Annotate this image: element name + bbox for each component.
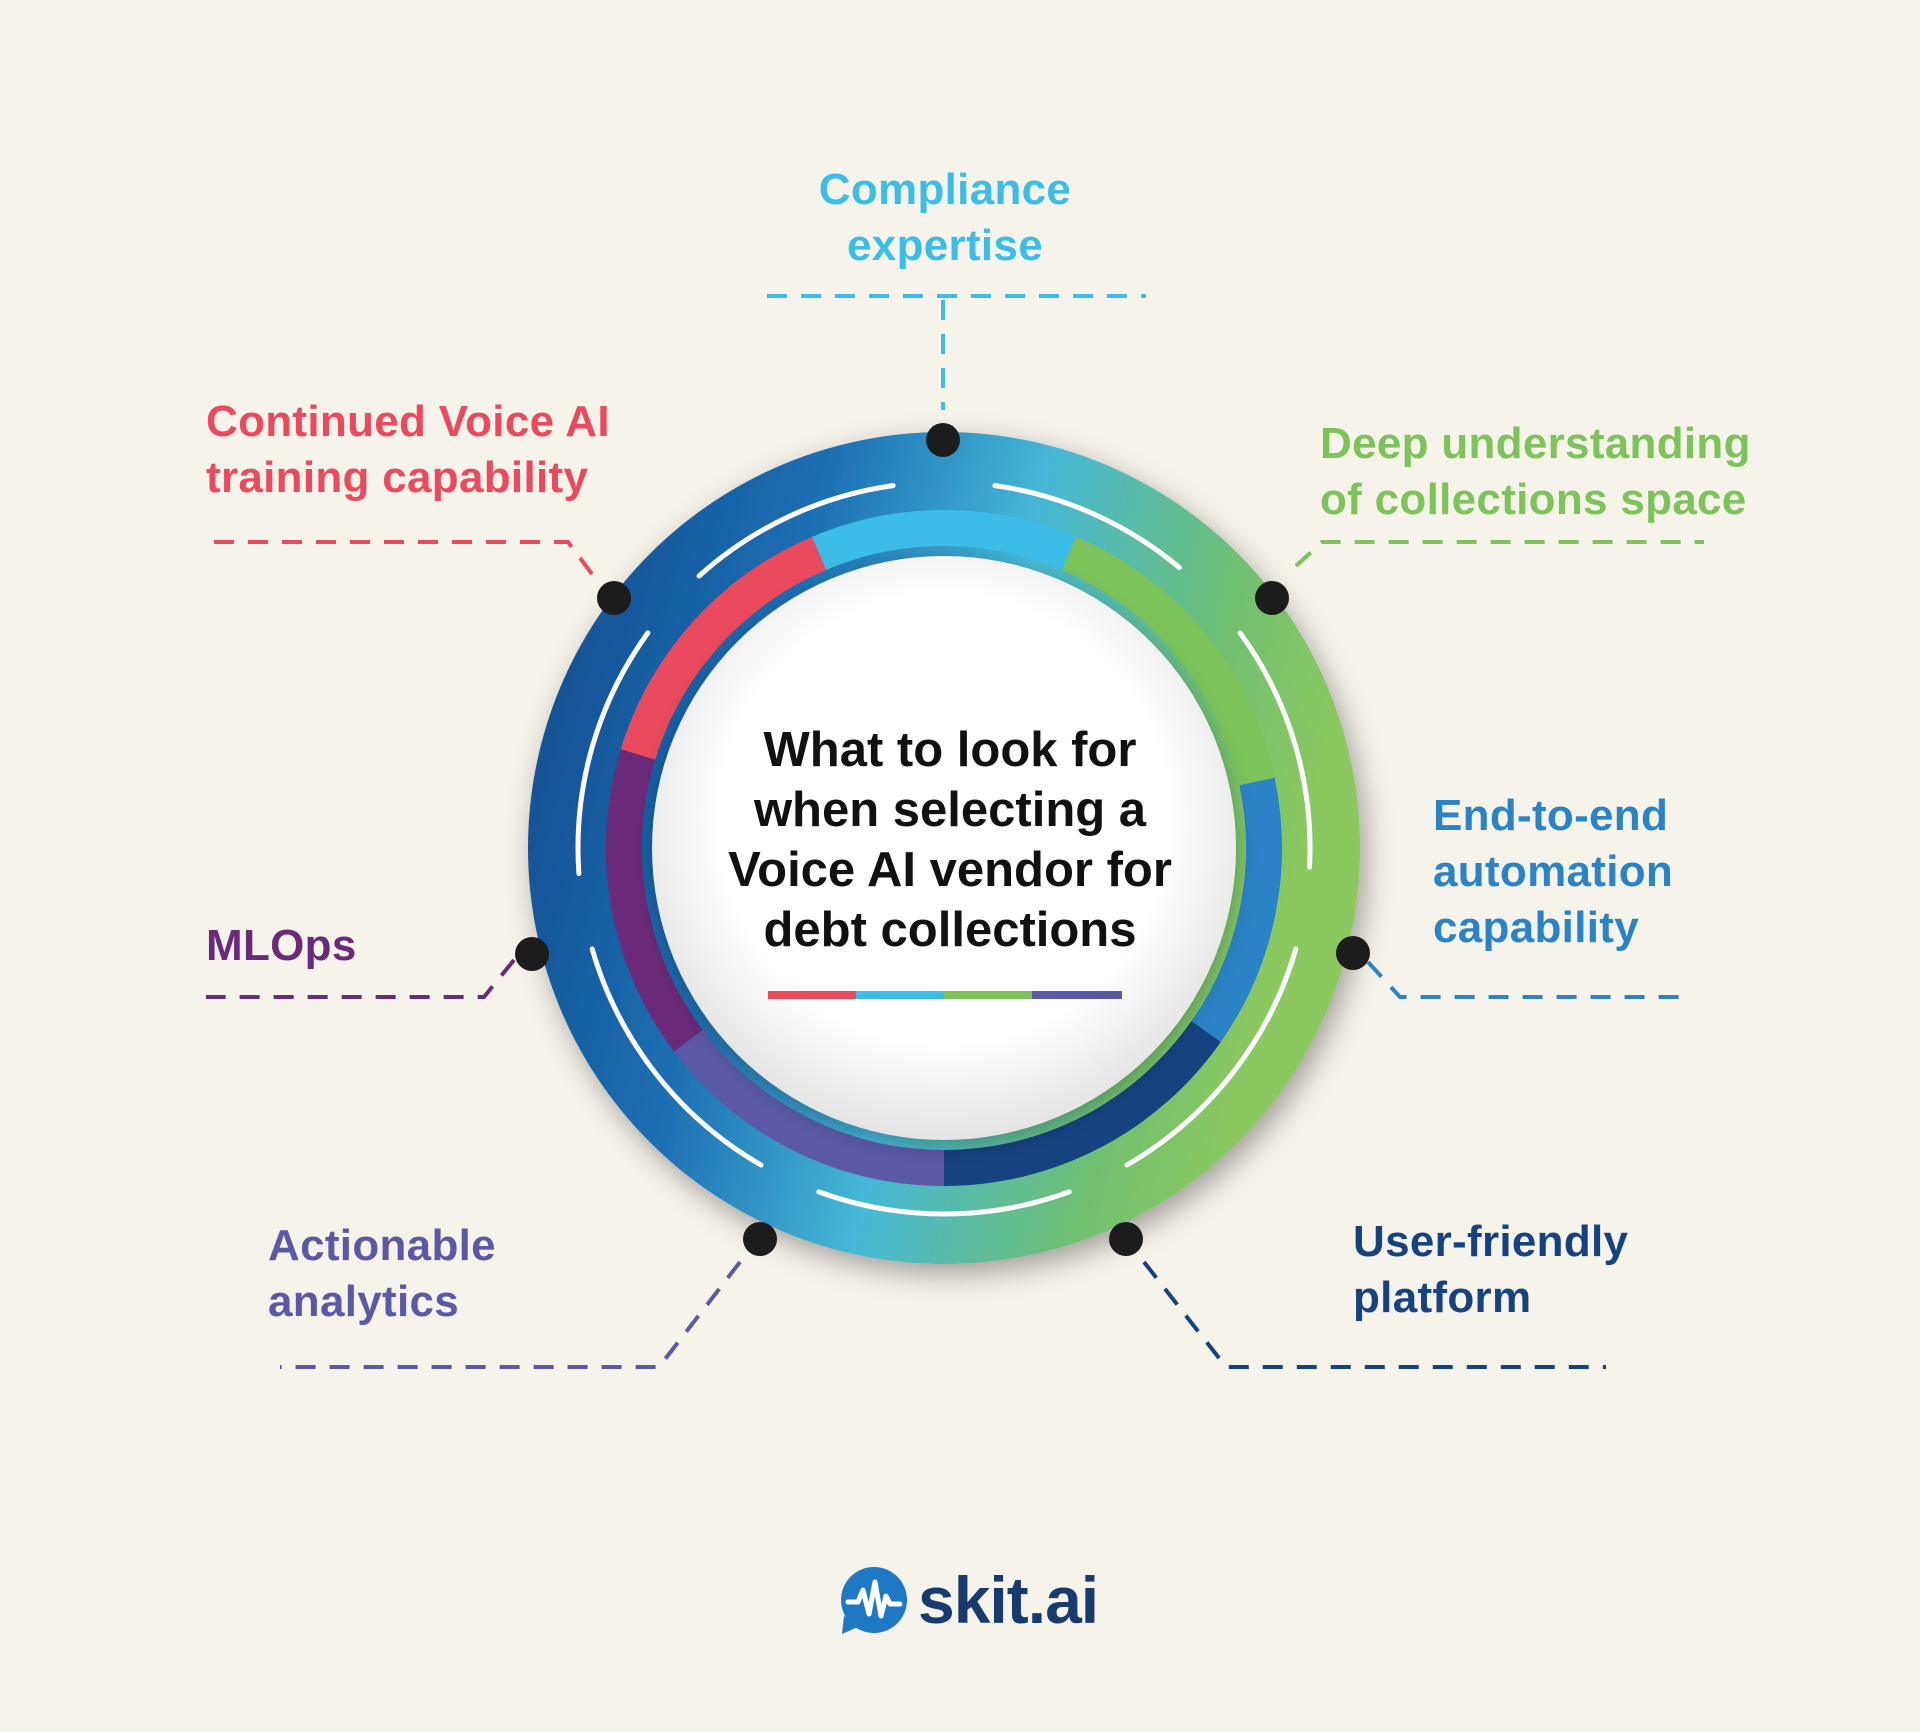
title-line-3: Voice AI vendor for bbox=[728, 843, 1172, 897]
label-training: Continued Voice AI training capability bbox=[206, 394, 610, 506]
label-compliance: Compliance expertise bbox=[770, 162, 1120, 274]
underline-red bbox=[768, 991, 856, 999]
white-arc-5 bbox=[589, 946, 764, 1168]
title-line-2: when selecting a bbox=[753, 783, 1147, 837]
connector-platform bbox=[1142, 1260, 1606, 1369]
title-underline bbox=[768, 991, 1122, 999]
colored-segment-ring bbox=[606, 509, 1282, 1186]
white-arc-6 bbox=[575, 630, 651, 876]
white-arc-2 bbox=[1237, 630, 1313, 870]
label-platform: User-friendly platform bbox=[1353, 1214, 1628, 1326]
connector-mlops bbox=[206, 958, 516, 999]
dot-automation bbox=[1336, 936, 1370, 970]
white-arc-segments bbox=[575, 483, 1313, 1217]
seg-platform bbox=[943, 1021, 1221, 1186]
center-title: What to look for when selecting a Voice … bbox=[680, 720, 1220, 960]
seg-collections bbox=[1061, 536, 1275, 786]
dot-mlops bbox=[515, 937, 549, 971]
connector-automation bbox=[1366, 960, 1682, 999]
label-line: capability bbox=[1433, 903, 1639, 952]
label-line: Continued Voice AI bbox=[206, 397, 610, 446]
brand-name: skit.ai bbox=[918, 1563, 1099, 1637]
label-line: MLOps bbox=[206, 921, 357, 970]
dot-platform bbox=[1109, 1222, 1143, 1256]
dot-training bbox=[597, 581, 631, 615]
label-line: of collections space bbox=[1320, 475, 1747, 524]
title-line-1: What to look for bbox=[763, 723, 1137, 777]
label-line: automation bbox=[1433, 847, 1674, 896]
label-collections: Deep understanding of collections space bbox=[1320, 416, 1751, 528]
label-line: analytics bbox=[268, 1277, 460, 1326]
seg-compliance bbox=[811, 509, 1077, 571]
label-line: End-to-end bbox=[1433, 791, 1669, 840]
label-line: User-friendly bbox=[1353, 1217, 1629, 1266]
connector-collections bbox=[1294, 540, 1704, 568]
underline-cyan bbox=[856, 991, 944, 999]
label-line: Deep understanding bbox=[1320, 419, 1751, 468]
title-line-4: debt collections bbox=[763, 903, 1137, 957]
white-arc-4 bbox=[816, 1189, 1072, 1217]
label-line: expertise bbox=[847, 221, 1043, 270]
label-line: training capability bbox=[206, 453, 589, 502]
white-arc-1 bbox=[992, 483, 1182, 571]
dot-collections bbox=[1255, 581, 1289, 615]
underline-purple bbox=[1032, 991, 1122, 999]
label-line: Compliance bbox=[818, 165, 1072, 214]
label-mlops: MLOps bbox=[206, 918, 357, 974]
label-line: platform bbox=[1353, 1273, 1532, 1322]
underline-green bbox=[944, 991, 1032, 999]
label-line: Actionable bbox=[268, 1221, 496, 1270]
dot-compliance bbox=[926, 423, 960, 457]
connector-analytics bbox=[280, 1260, 742, 1369]
white-arc-3 bbox=[1124, 946, 1299, 1168]
seg-analytics bbox=[674, 1029, 945, 1186]
seg-automation bbox=[1191, 777, 1282, 1042]
connector-training bbox=[212, 540, 594, 576]
seg-training bbox=[620, 536, 827, 760]
white-arc-7 bbox=[696, 483, 896, 579]
seg-mlops bbox=[606, 749, 703, 1052]
label-automation: End-to-end automation capability bbox=[1433, 788, 1673, 956]
brand-logo: skit.ai bbox=[838, 1560, 1099, 1640]
dot-analytics bbox=[743, 1222, 777, 1256]
skit-logo-icon bbox=[841, 1567, 907, 1634]
label-analytics: Actionable analytics bbox=[268, 1218, 496, 1330]
